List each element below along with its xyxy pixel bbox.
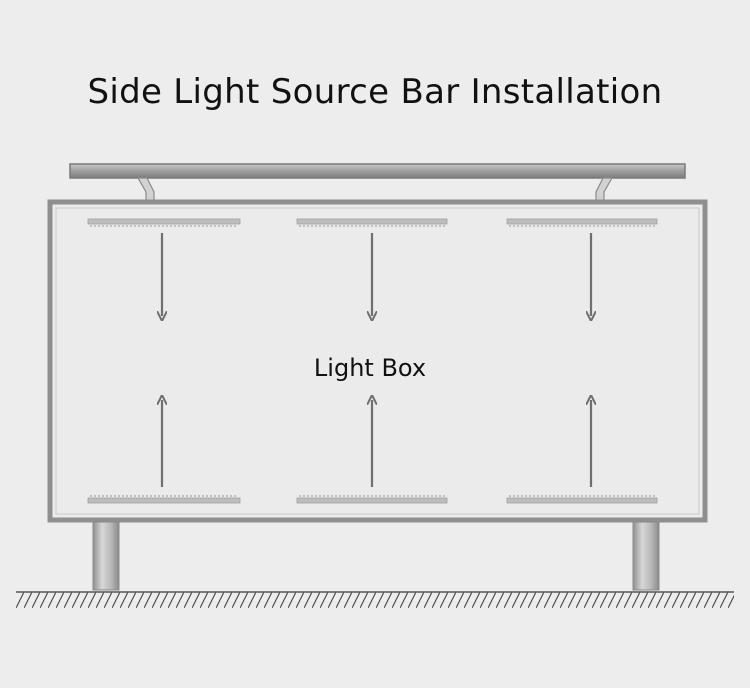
top-mounting-bar bbox=[69, 163, 686, 179]
light-bar-bottom-center bbox=[296, 495, 448, 504]
top-bracket-left bbox=[136, 177, 155, 203]
support-post-left bbox=[92, 521, 120, 591]
light-bar-top-center bbox=[296, 218, 448, 227]
diagram-title: Side Light Source Bar Installation bbox=[87, 72, 663, 112]
light-bar-bottom-left bbox=[87, 495, 241, 504]
top-bracket-right bbox=[595, 177, 614, 203]
ground bbox=[16, 591, 734, 608]
light-box-frame bbox=[47, 199, 708, 523]
light-bar-top-right bbox=[506, 218, 658, 227]
light-bar-top-left bbox=[87, 218, 241, 227]
light-bar-bottom-right bbox=[506, 495, 658, 504]
light-box-label: Light Box bbox=[314, 354, 426, 382]
support-post-right bbox=[632, 521, 660, 591]
